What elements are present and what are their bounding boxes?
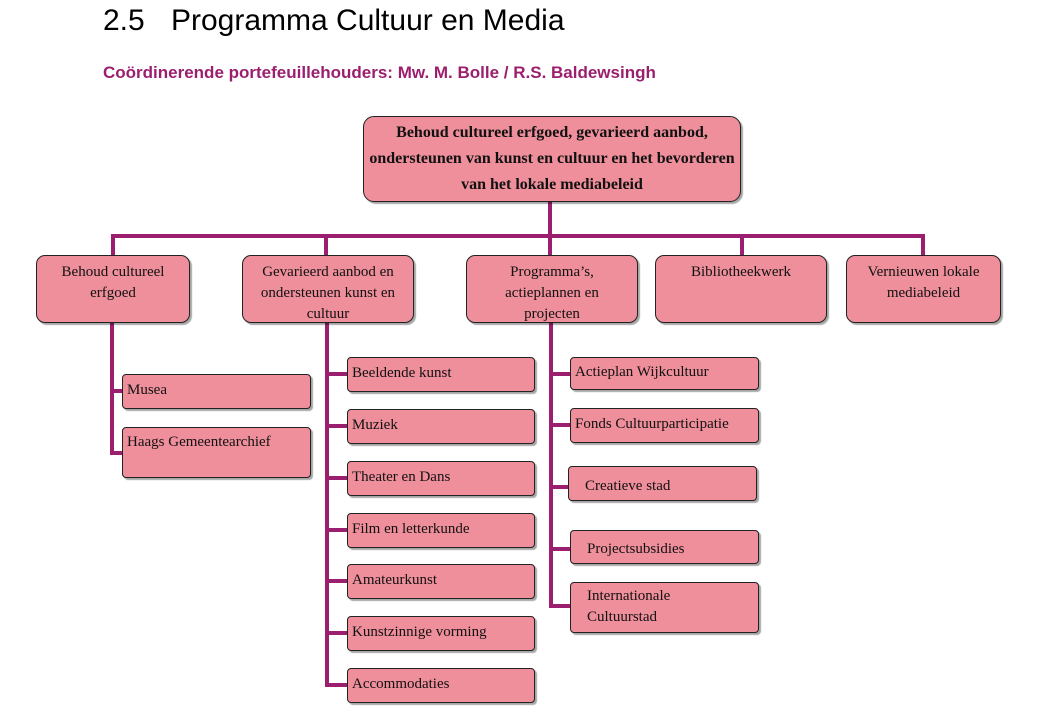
box-label: Programma’s, actieplannen en projecten: [505, 264, 599, 322]
box-beeldende-kunst: Beeldende kunst: [347, 357, 535, 392]
box-behoud-cultureel-erfgoed: Behoud cultureel erfgoed: [36, 255, 190, 323]
box-label: Vernieuwen lokale mediabeleid: [867, 264, 980, 301]
box-muziek: Muziek: [347, 409, 535, 444]
box-label: Bibliotheekwerk: [691, 264, 791, 280]
box-label: Behoud cultureel erfgoed: [61, 264, 165, 301]
box-label: Beeldende kunst: [352, 365, 452, 381]
box-label: Projectsubsidies: [587, 541, 685, 557]
box-gevarieerd-aanbod: Gevarieerd aanbod en ondersteunen kunst …: [242, 255, 414, 323]
box-creatieve-stad: Creatieve stad: [568, 466, 757, 501]
box-label: Gevarieerd aanbod en ondersteunen kunst …: [260, 264, 396, 322]
box-musea: Musea: [122, 374, 311, 409]
box-label: Haags Gemeentearchief: [127, 434, 271, 450]
root-label: Behoud cultureel erfgoed, gevarieerd aan…: [369, 124, 735, 193]
section-heading: 2.5 Programma Cultuur en Media: [103, 4, 565, 38]
box-kunstzinnige-vorming: Kunstzinnige vorming: [347, 616, 535, 651]
box-film-en-letterkunde: Film en letterkunde: [347, 513, 535, 548]
box-accommodaties: Accommodaties: [347, 668, 535, 703]
box-label: Amateurkunst: [352, 572, 437, 588]
box-label: Kunstzinnige vorming: [352, 624, 487, 640]
section-title: Programma Cultuur en Media: [171, 4, 565, 37]
root-box: Behoud cultureel erfgoed, gevarieerd aan…: [363, 116, 741, 202]
box-projectsubsidies: Projectsubsidies: [570, 530, 759, 564]
section-number: 2.5: [103, 4, 145, 37]
box-programmas: Programma’s, actieplannen en projecten: [466, 255, 638, 323]
box-fonds-cultuurparticipatie: Fonds Cultuurparticipatie: [570, 408, 759, 443]
box-amateurkunst: Amateurkunst: [347, 564, 535, 599]
box-label: Muziek: [352, 417, 398, 433]
box-theater-en-dans: Theater en Dans: [347, 461, 535, 496]
box-label: Film en letterkunde: [352, 521, 470, 537]
box-label: Actieplan Wijkcultuur: [575, 364, 709, 380]
portfolio-holders: Coördinerende portefeuillehouders: Mw. M…: [103, 63, 656, 82]
box-vernieuwen-mediabeleid: Vernieuwen lokale mediabeleid: [846, 255, 1001, 323]
box-label: Creatieve stad: [585, 478, 671, 494]
box-label: Musea: [127, 382, 167, 398]
box-actieplan-wijkcultuur: Actieplan Wijkcultuur: [570, 357, 759, 390]
box-label: Theater en Dans: [352, 469, 451, 485]
box-label: Fonds Cultuurparticipatie: [575, 416, 729, 432]
box-label: Accommodaties: [352, 676, 450, 692]
box-internationale-cultuurstad: Internationale Cultuurstad: [570, 582, 759, 633]
box-bibliotheekwerk: Bibliotheekwerk: [655, 255, 827, 323]
box-label: Internationale Cultuurstad: [587, 588, 671, 625]
box-haags-gemeentearchief: Haags Gemeentearchief: [122, 427, 311, 478]
